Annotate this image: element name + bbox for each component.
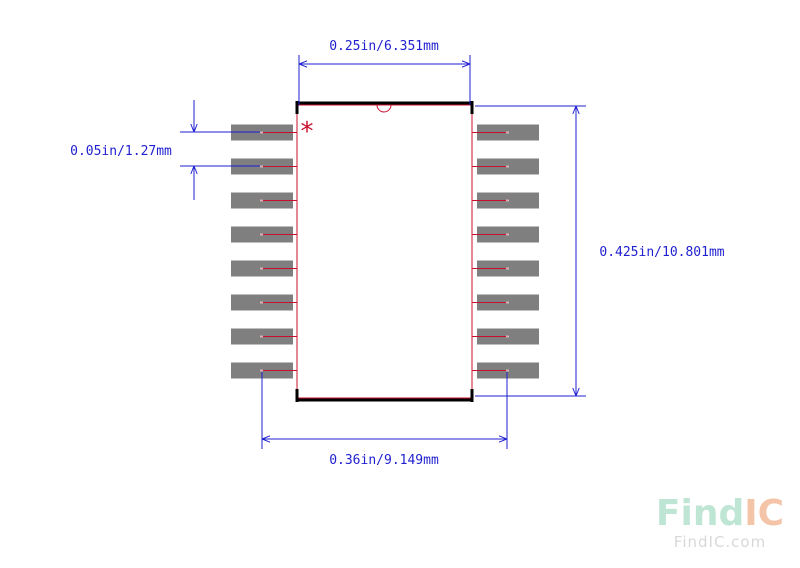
pad-right-8 bbox=[472, 362, 539, 379]
pads-left bbox=[231, 124, 297, 379]
pad-left-5 bbox=[231, 260, 297, 277]
dimension-body-width: 0.25in/6.351mm bbox=[298, 39, 471, 105]
pad-right-1 bbox=[472, 124, 539, 141]
pad-right-2 bbox=[472, 158, 539, 175]
dimension-body-length-label: 0.425in/10.801mm bbox=[599, 245, 724, 260]
pads-right bbox=[472, 124, 539, 379]
package-body bbox=[295, 101, 474, 402]
pad-left-6 bbox=[231, 294, 297, 311]
pin1-notch bbox=[376, 104, 392, 113]
pad-left-7 bbox=[231, 328, 297, 345]
svg-text:FindIC: FindIC bbox=[656, 493, 784, 534]
pad-left-1 bbox=[231, 124, 297, 141]
pad-right-6 bbox=[472, 294, 539, 311]
dimension-lead-span: 0.36in/9.149mm bbox=[261, 372, 508, 468]
dimension-lead-span-label: 0.36in/9.149mm bbox=[329, 453, 439, 468]
watermark-brand-right: IC bbox=[744, 493, 784, 534]
pad-right-3 bbox=[472, 192, 539, 209]
pad-left-2 bbox=[231, 158, 297, 175]
pad-right-4 bbox=[472, 226, 539, 243]
pad-left-3 bbox=[231, 192, 297, 209]
pin1-marker: * bbox=[301, 117, 314, 147]
pad-right-5 bbox=[472, 260, 539, 277]
pad-left-4 bbox=[231, 226, 297, 243]
pad-left-8 bbox=[231, 362, 297, 379]
dimension-body-length: 0.425in/10.801mm bbox=[475, 105, 725, 397]
dimension-body-width-label: 0.25in/6.351mm bbox=[329, 39, 439, 54]
pad-right-7 bbox=[472, 328, 539, 345]
watermark-url: FindIC.com bbox=[674, 533, 766, 551]
dimension-pin-pitch-label: 0.05in/1.27mm bbox=[70, 144, 172, 159]
dimension-pin-pitch: 0.05in/1.27mm bbox=[70, 100, 260, 200]
watermark-logo: FindIC FindIC.com bbox=[656, 493, 784, 551]
watermark-brand-left: Find bbox=[656, 493, 744, 534]
